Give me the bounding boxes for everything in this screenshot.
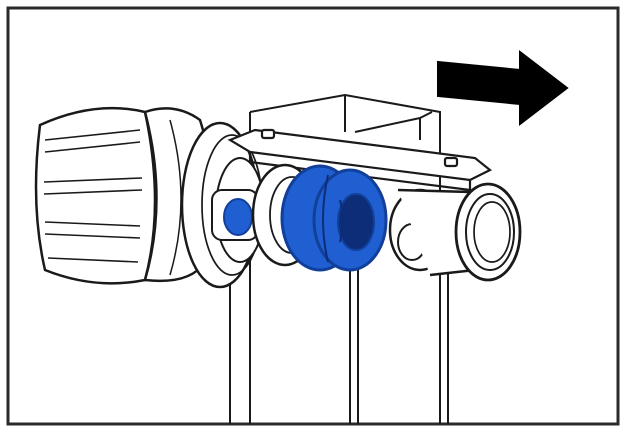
stand-legs (229, 235, 449, 424)
blue-button-icon (211, 189, 259, 241)
arrow-right-icon (437, 49, 569, 127)
top-bracket (227, 128, 493, 192)
blue-ring-icon (280, 164, 388, 272)
right-assembly (388, 182, 522, 282)
